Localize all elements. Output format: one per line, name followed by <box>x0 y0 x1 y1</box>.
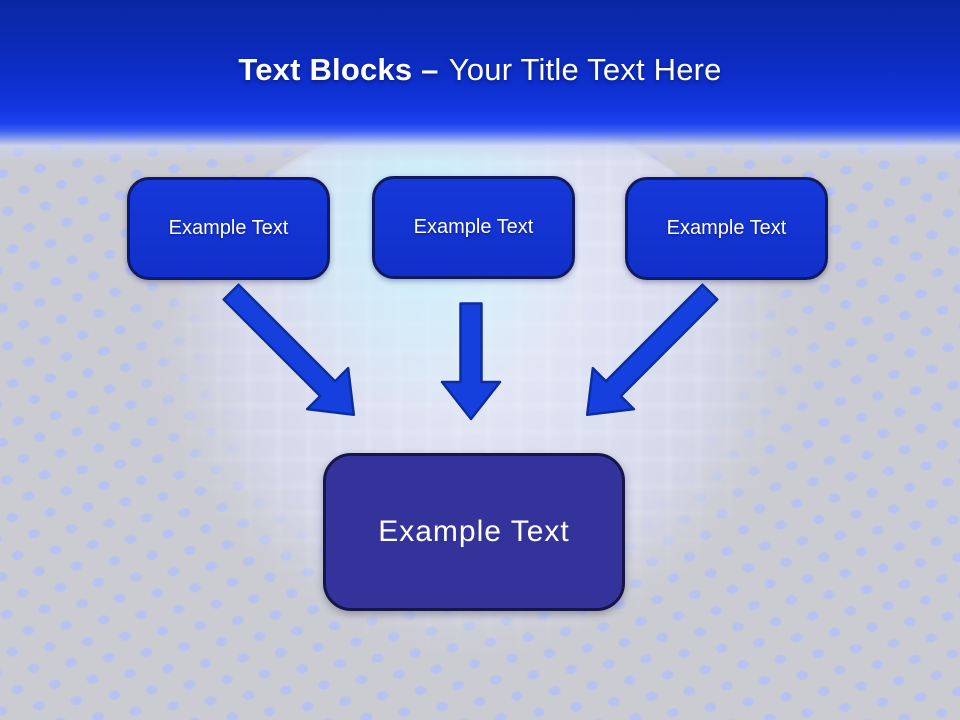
slide-title: Text Blocks – Your Title Text Here <box>0 52 960 88</box>
text-block-3-label: Example Text <box>666 217 787 239</box>
center-text-block[interactable]: Example Text <box>323 453 625 611</box>
text-block-3[interactable]: Example Text <box>625 177 828 280</box>
center-text-block-label: Example Text <box>378 515 570 548</box>
text-block-2[interactable]: Example Text <box>372 176 575 279</box>
arrow-down-right-icon <box>222 283 356 417</box>
title-bold-text: Text Blocks – <box>238 52 439 87</box>
arrow-down-left-icon <box>585 283 719 417</box>
text-block-1[interactable]: Example Text <box>127 177 330 280</box>
arrow-down-icon <box>440 302 502 421</box>
text-block-2-label: Example Text <box>413 216 534 238</box>
title-regular-text: Your Title Text Here <box>448 52 722 87</box>
text-block-1-label: Example Text <box>168 217 289 239</box>
header-band <box>0 0 960 162</box>
